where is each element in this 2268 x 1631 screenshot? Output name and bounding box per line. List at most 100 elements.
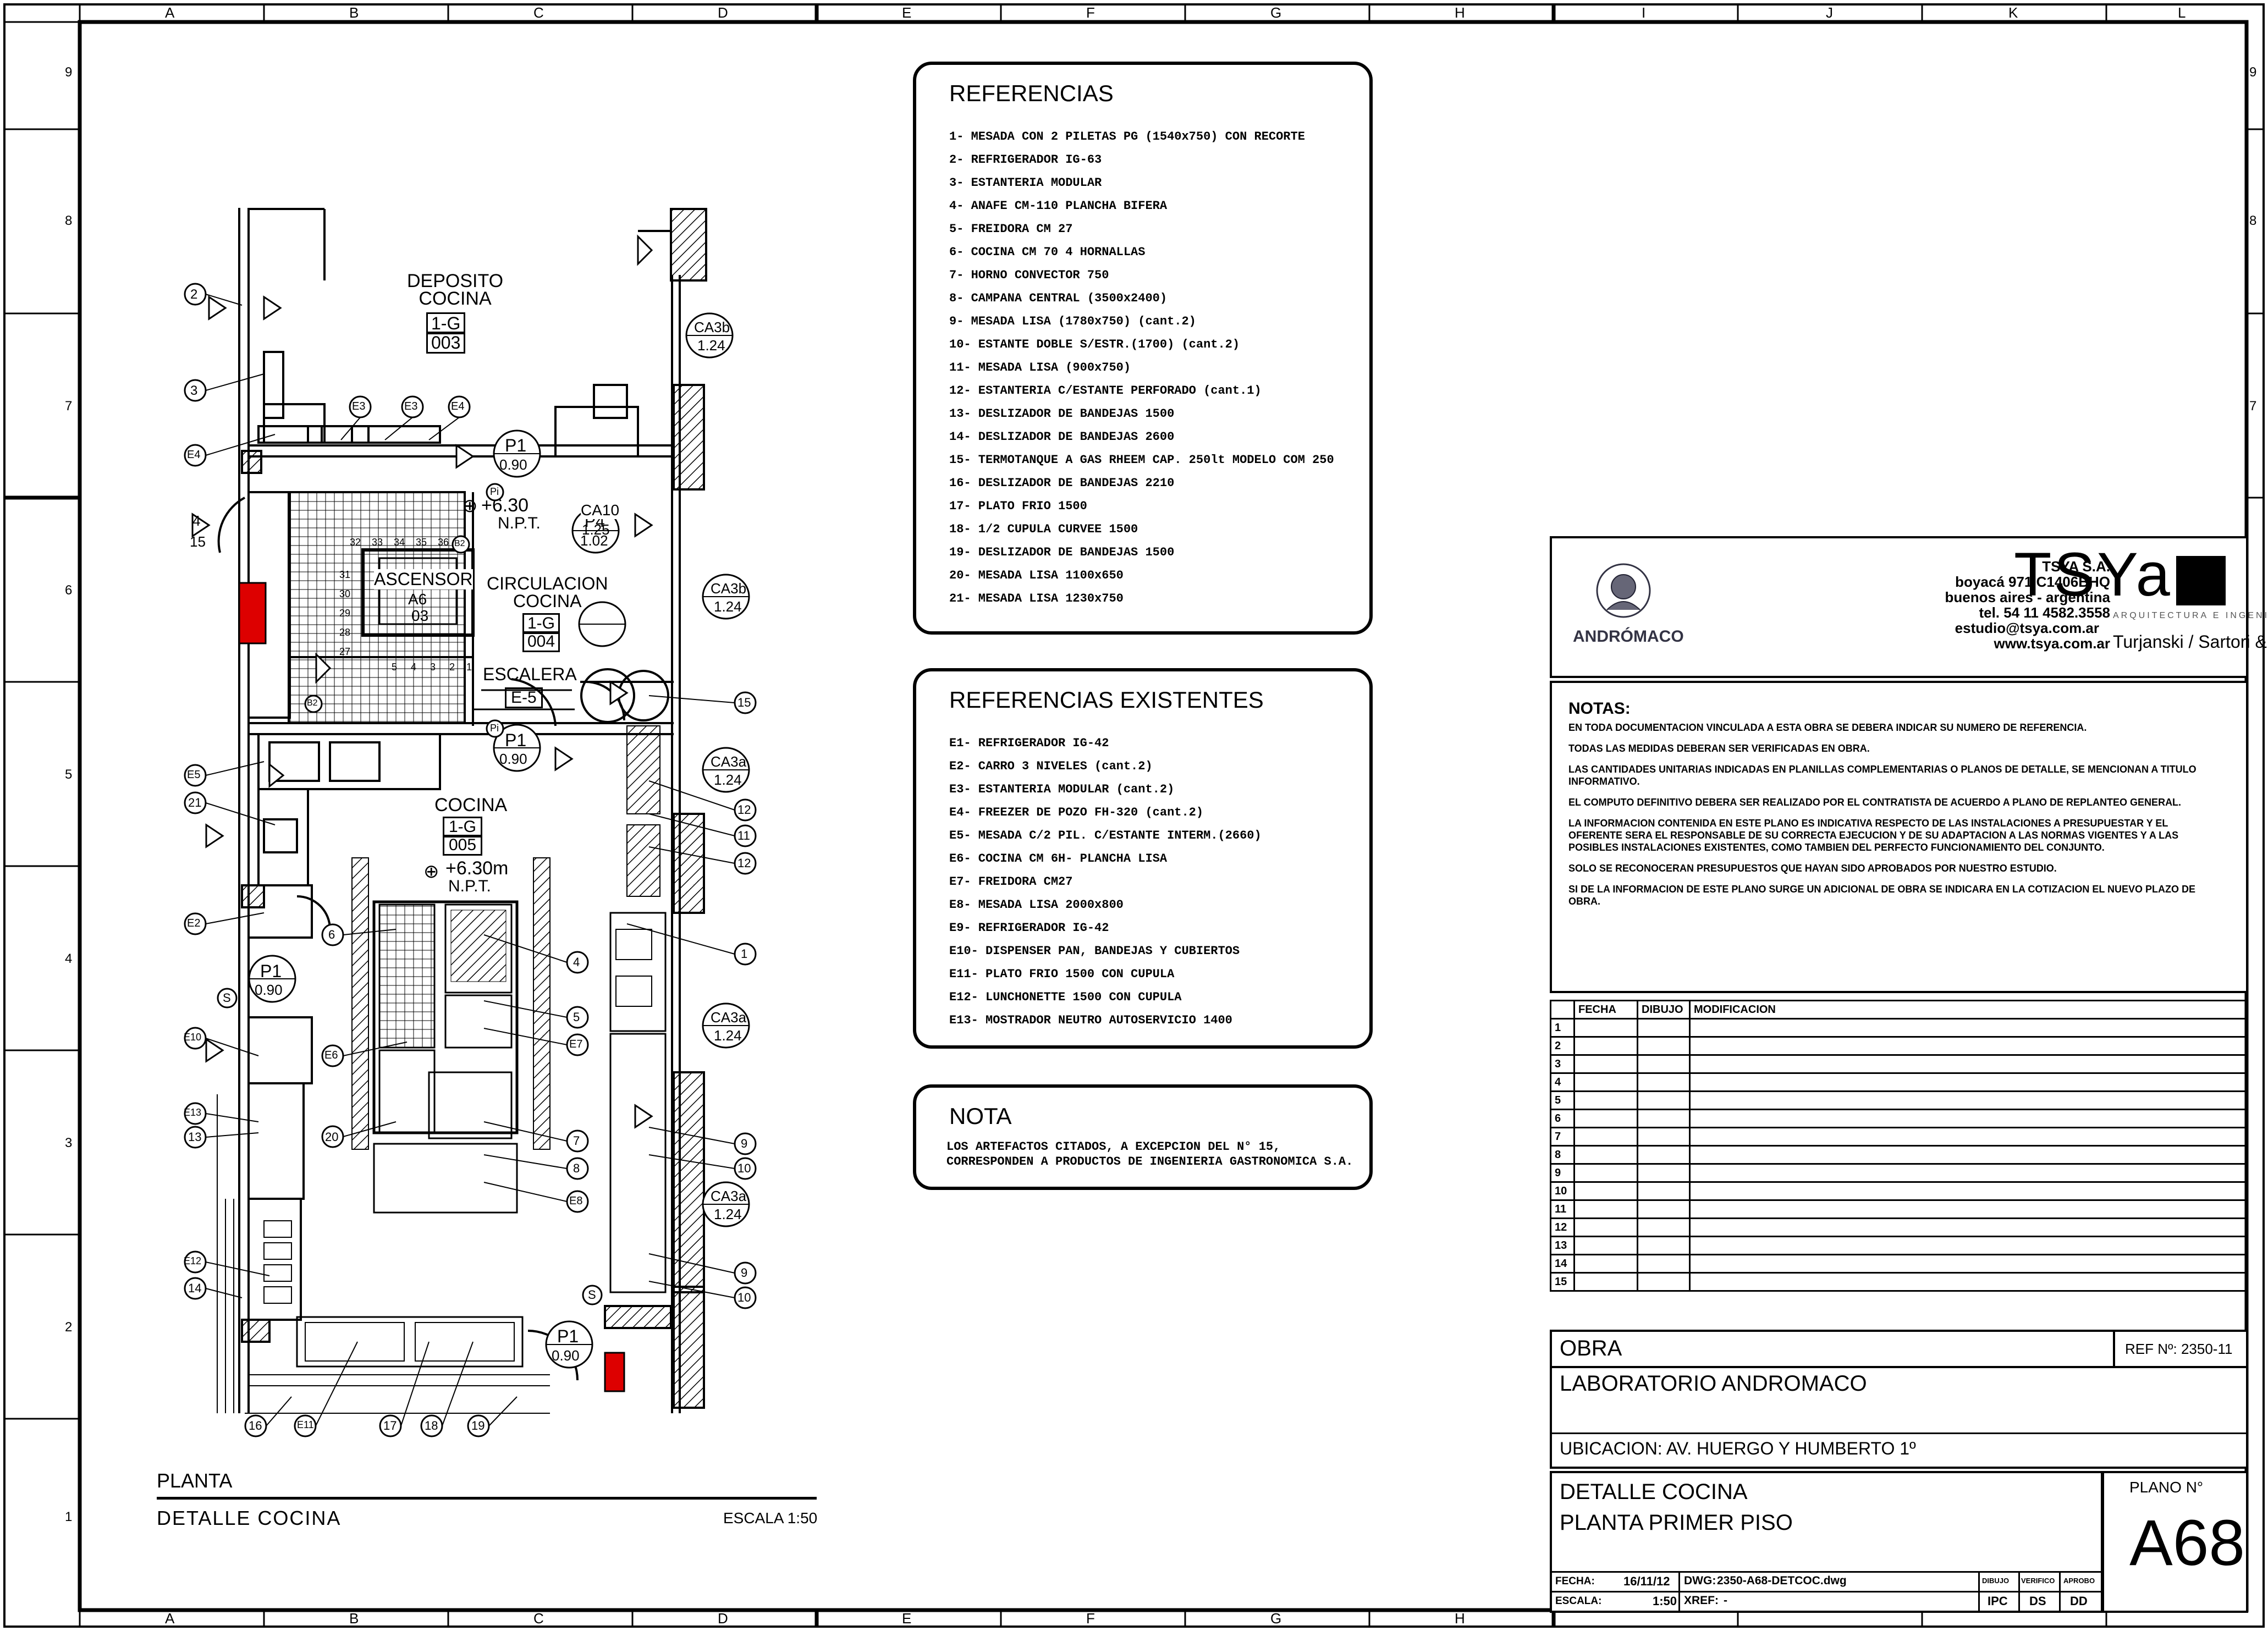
callout-number: 4 bbox=[573, 955, 580, 969]
referencias-box: REFERENCIAS 1- MESADA CON 2 PILETAS PG (… bbox=[913, 62, 1373, 635]
company-phone: tel. 54 11 4582.3558 bbox=[1979, 604, 2110, 621]
plano-title1: DETALLE COCINA bbox=[1560, 1480, 1748, 1504]
mod-row: 6 bbox=[1550, 1109, 2247, 1128]
mod-cell bbox=[1637, 1090, 1691, 1110]
room-code: A6 bbox=[408, 591, 427, 608]
existente-item: E2- CARRO 3 NIVELES (cant.2) bbox=[949, 759, 1153, 773]
grid-col-label: B bbox=[349, 1610, 359, 1627]
callout-number: 13 bbox=[188, 1130, 202, 1144]
callout-number: S bbox=[223, 991, 231, 1005]
mod-row: 4 bbox=[1550, 1072, 2247, 1092]
callout-number: 10 bbox=[737, 1291, 751, 1304]
mod-cell bbox=[1637, 1054, 1691, 1074]
mod-header: MODIFICACION bbox=[1689, 1000, 2247, 1020]
callout-number: E2 bbox=[187, 917, 201, 929]
grid-col-label: A bbox=[165, 1610, 175, 1627]
opening-size: 1.24 bbox=[714, 1027, 742, 1044]
nota-line: CORRESPONDEN A PRODUCTOS DE INGENIERIA G… bbox=[946, 1155, 1353, 1169]
mod-cell bbox=[1637, 1217, 1691, 1237]
mod-cell bbox=[1573, 1090, 1638, 1110]
divider bbox=[2059, 1571, 2061, 1611]
mod-row: 3 bbox=[1550, 1054, 2247, 1074]
existente-item: E13- MOSTRADOR NEUTRO AUTOSERVICIO 1400 bbox=[949, 1013, 1232, 1027]
callout-number: B2 bbox=[307, 698, 318, 708]
door-size: 0.90 bbox=[499, 456, 527, 473]
stair-step: 36 bbox=[438, 537, 449, 548]
divider bbox=[2018, 1571, 2020, 1611]
mod-cell bbox=[1689, 1217, 2247, 1237]
door-code: P1 bbox=[557, 1326, 579, 1346]
mod-row: 11 bbox=[1550, 1199, 2247, 1219]
referencia-item: 4- ANAFE CM-110 PLANCHA BIFERA bbox=[949, 199, 1168, 213]
opening-size: 1.24 bbox=[714, 1206, 742, 1222]
company-tagline: ARQUITECTURA E INGENIERIA bbox=[2113, 611, 2268, 620]
stair-step: 35 bbox=[416, 537, 427, 548]
callout-number: 2 bbox=[190, 287, 198, 302]
mod-cell bbox=[1637, 1272, 1691, 1292]
room-code: 004 bbox=[522, 631, 560, 652]
referencia-item: 14- DESLIZADOR DE BANDEJAS 2600 bbox=[949, 430, 1175, 444]
notas-block: NOTAS: EN TODA DOCUMENTACION VINCULADA A… bbox=[1550, 681, 2248, 993]
obra-label: OBRA bbox=[1560, 1336, 1622, 1360]
mod-row-number: 1 bbox=[1550, 1018, 1575, 1038]
grid-row-label: 9 bbox=[65, 65, 73, 80]
mod-cell bbox=[1573, 1272, 1638, 1292]
company-email: estudio@tsya.com.ar bbox=[1955, 620, 2099, 636]
referencia-item: 13- DESLIZADOR DE BANDEJAS 1500 bbox=[949, 407, 1175, 421]
callout-number: 7 bbox=[573, 1134, 580, 1148]
mod-cell bbox=[1689, 1054, 2247, 1074]
mod-cell bbox=[1573, 1181, 1638, 1201]
mod-cell bbox=[1689, 1181, 2247, 1201]
callout-number: E5 bbox=[187, 769, 201, 781]
room-code: E-5 bbox=[505, 687, 543, 708]
grid-col-label: K bbox=[2008, 4, 2018, 21]
door-size: 0.90 bbox=[255, 982, 283, 998]
divider bbox=[1552, 1571, 2101, 1573]
existente-item: E3- ESTANTERIA MODULAR (cant.2) bbox=[949, 783, 1175, 796]
nota-item: LA INFORMACION CONTENIDA EN ESTE PLANO E… bbox=[1568, 818, 2179, 853]
grid-col-label: I bbox=[1642, 4, 1646, 21]
mod-row-number: 7 bbox=[1550, 1127, 1575, 1147]
referencia-item: 1- MESADA CON 2 PILETAS PG (1540x750) CO… bbox=[949, 130, 1305, 144]
opening-code: CA3b bbox=[711, 580, 747, 597]
callout-number: E3 bbox=[404, 400, 418, 412]
sign-header: APROBO bbox=[2063, 1577, 2095, 1585]
mod-row-number: 8 bbox=[1550, 1145, 1575, 1165]
mod-cell bbox=[1689, 1163, 2247, 1183]
referencia-item: 11- MESADA LISA (900x750) bbox=[949, 361, 1131, 374]
client-logo-text: ANDRÓMACO bbox=[1573, 627, 1684, 646]
callout-number: Pi bbox=[490, 723, 499, 734]
referencias-title: REFERENCIAS bbox=[949, 80, 1114, 106]
grid-col-label: D bbox=[718, 1610, 728, 1627]
stair-step: 27 bbox=[339, 646, 351, 657]
callout-number: E13 bbox=[184, 1107, 202, 1118]
callout-number: E4 bbox=[451, 400, 465, 412]
existente-item: E9- REFRIGERADOR IG-42 bbox=[949, 921, 1109, 935]
grid-col-label: C bbox=[533, 4, 544, 21]
stair-step: 33 bbox=[372, 537, 383, 548]
company-address: boyacá 971 C1406BHQ bbox=[1955, 574, 2110, 590]
callout-number: 11 bbox=[737, 829, 750, 842]
mod-row-number: 14 bbox=[1550, 1254, 1575, 1274]
mod-row: 1 bbox=[1550, 1018, 2247, 1038]
grid-col-label: G bbox=[1270, 1610, 1282, 1627]
referencia-item: 10- ESTANTE DOBLE S/ESTR.(1700) (cant.2) bbox=[949, 338, 1240, 351]
callout-number: 4 bbox=[192, 513, 201, 529]
mod-cell bbox=[1637, 1145, 1691, 1165]
mod-cell bbox=[1689, 1254, 2247, 1274]
mod-row-number: 9 bbox=[1550, 1163, 1575, 1183]
referencia-item: 2- REFRIGERADOR IG-63 bbox=[949, 153, 1102, 167]
plano-label: PLANO N° bbox=[2129, 1479, 2204, 1496]
existente-item: E6- COCINA CM 6H- PLANCHA LISA bbox=[949, 852, 1168, 866]
referencia-item: 9- MESADA LISA (1780x750) (cant.2) bbox=[949, 315, 1196, 328]
callout-number: 9 bbox=[741, 1137, 748, 1150]
mod-row: 5 bbox=[1550, 1090, 2247, 1110]
divider bbox=[1552, 1366, 2246, 1368]
mod-row: 13 bbox=[1550, 1236, 2247, 1255]
dwg-value: 2350-A68-DETCOC.dwg bbox=[1717, 1574, 1847, 1587]
mod-cell bbox=[1637, 1181, 1691, 1201]
divider bbox=[1978, 1571, 1980, 1611]
level-marker-icon: ⊕ bbox=[423, 861, 439, 882]
mod-cell bbox=[1573, 1163, 1638, 1183]
